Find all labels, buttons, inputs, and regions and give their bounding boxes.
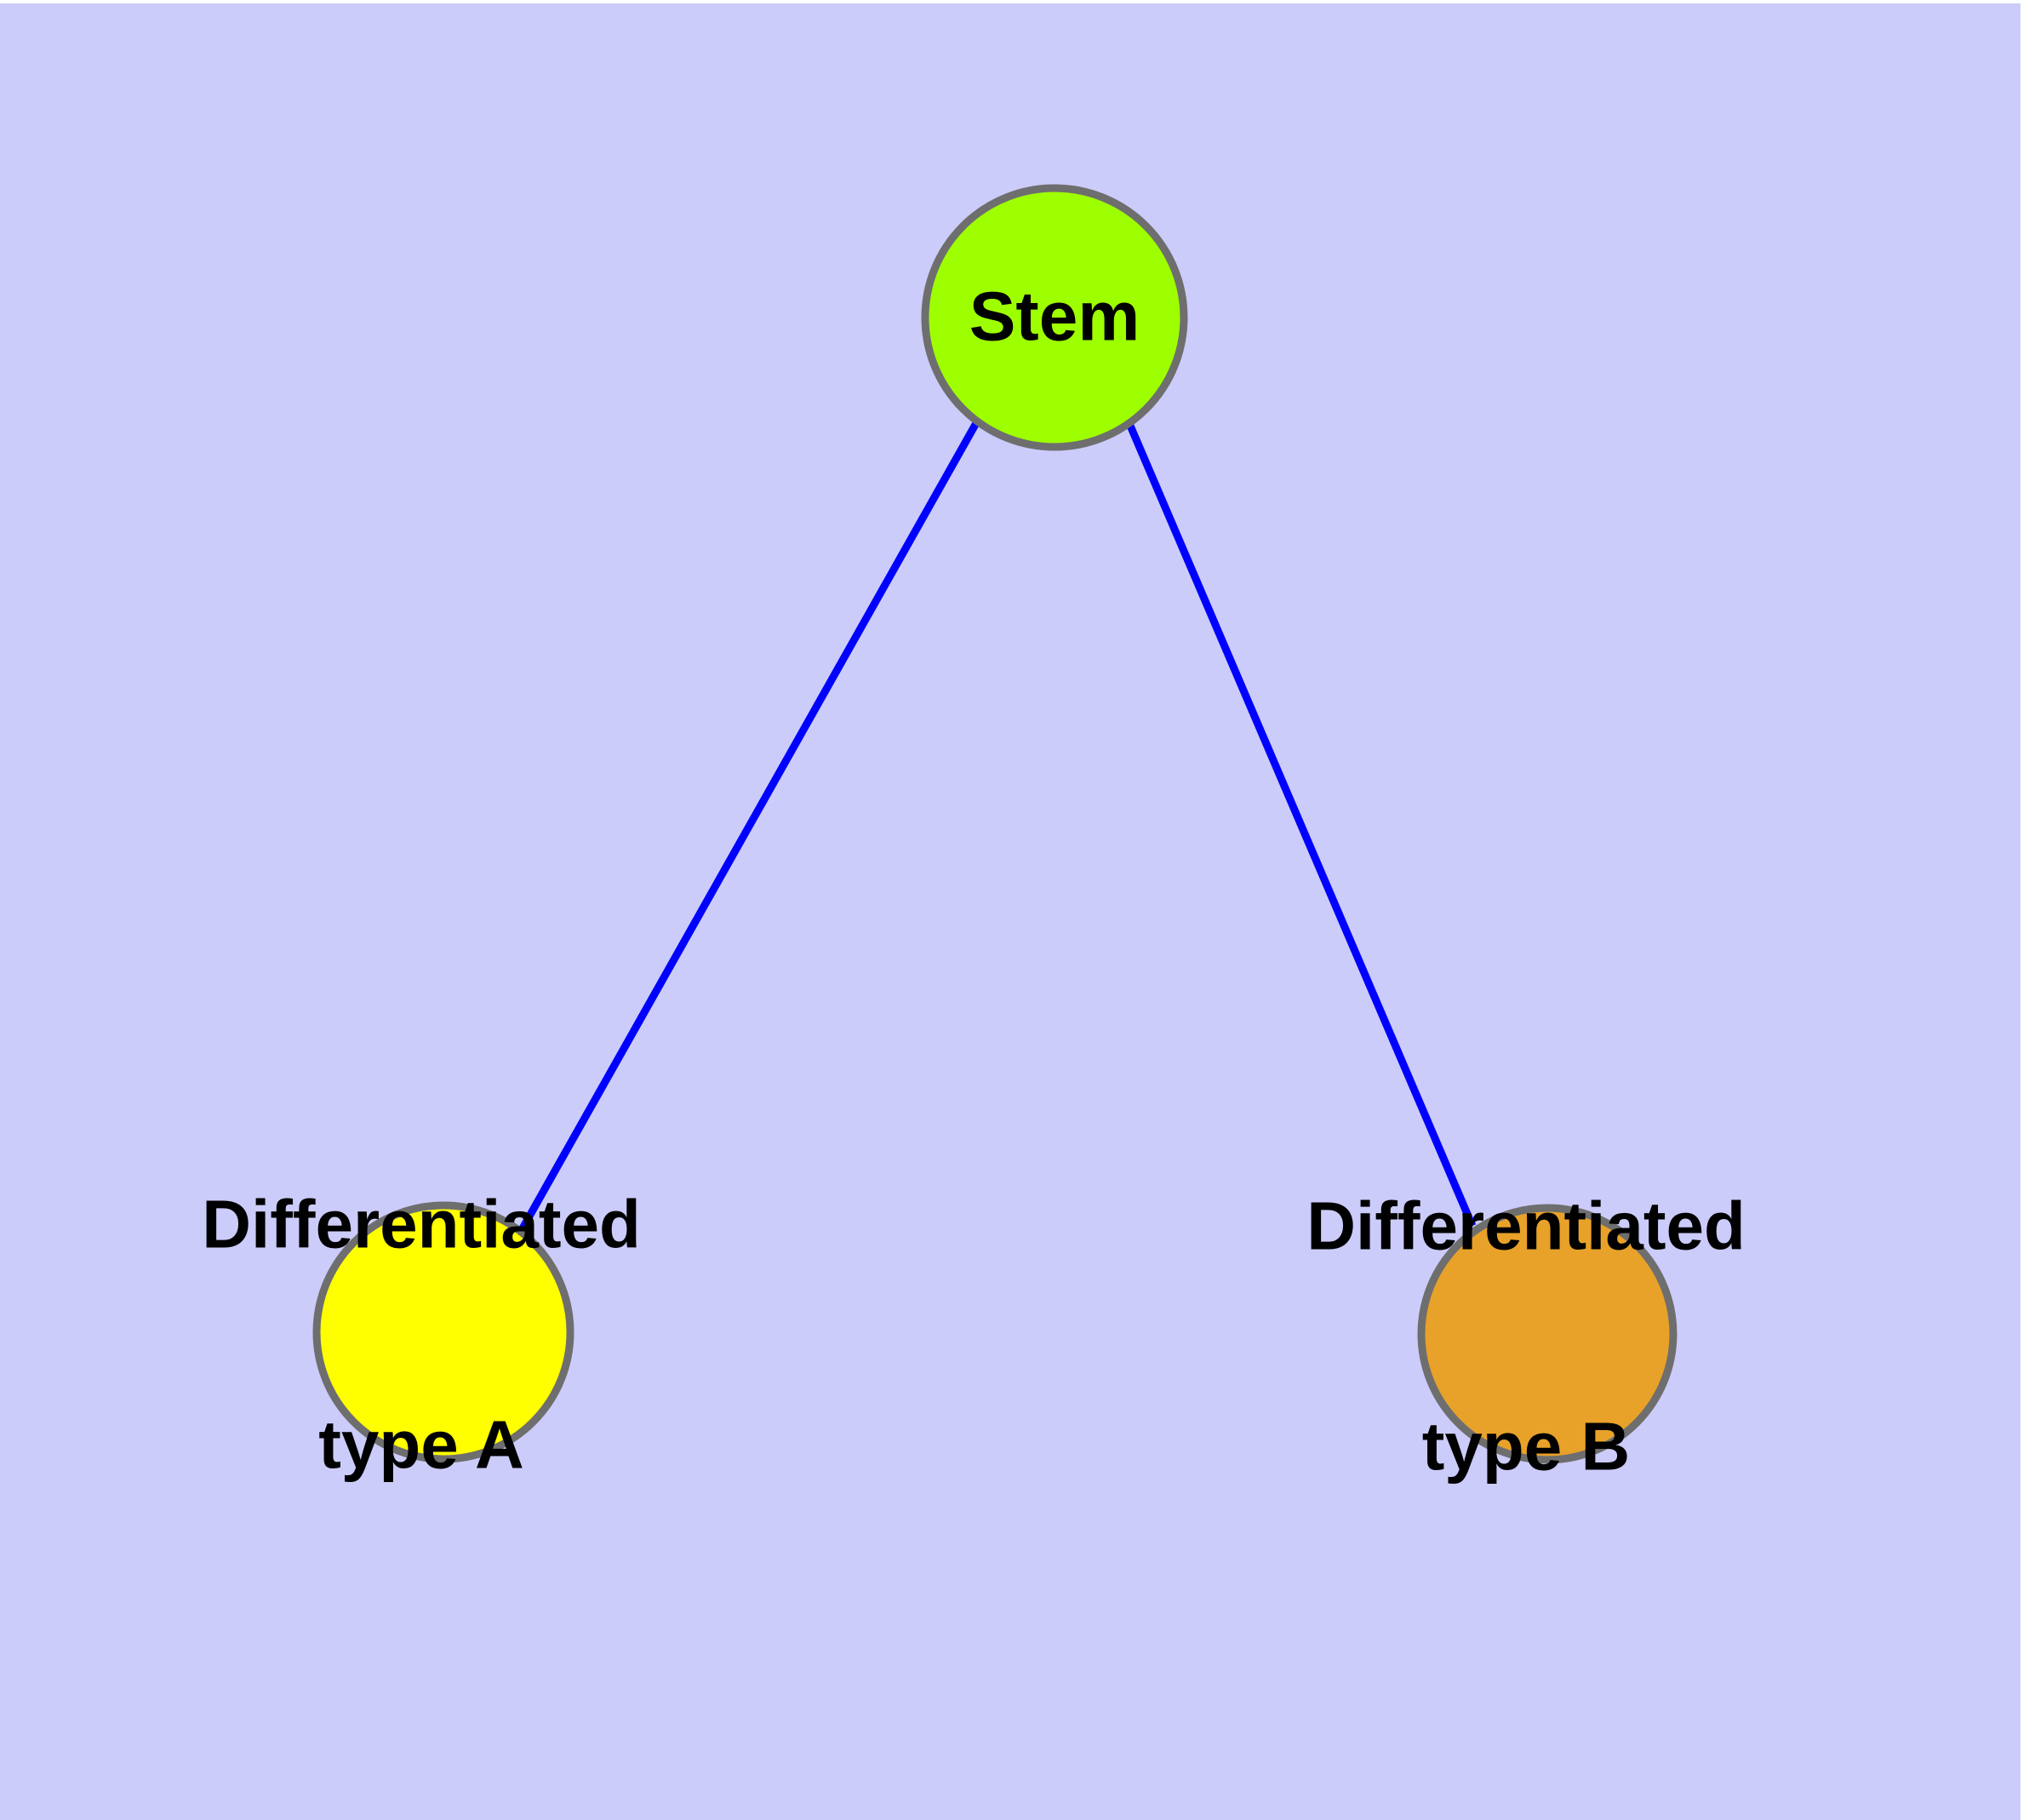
node-differentiated-type-b[interactable] bbox=[1417, 1204, 1677, 1464]
node-differentiated-type-a[interactable] bbox=[312, 1201, 574, 1463]
node-layer bbox=[312, 184, 1677, 1464]
edge-layer bbox=[519, 421, 1477, 1231]
node-stem[interactable] bbox=[921, 184, 1188, 451]
edge-stem-to-type-a bbox=[519, 421, 980, 1231]
edge-stem-to-type-b bbox=[1126, 424, 1477, 1228]
